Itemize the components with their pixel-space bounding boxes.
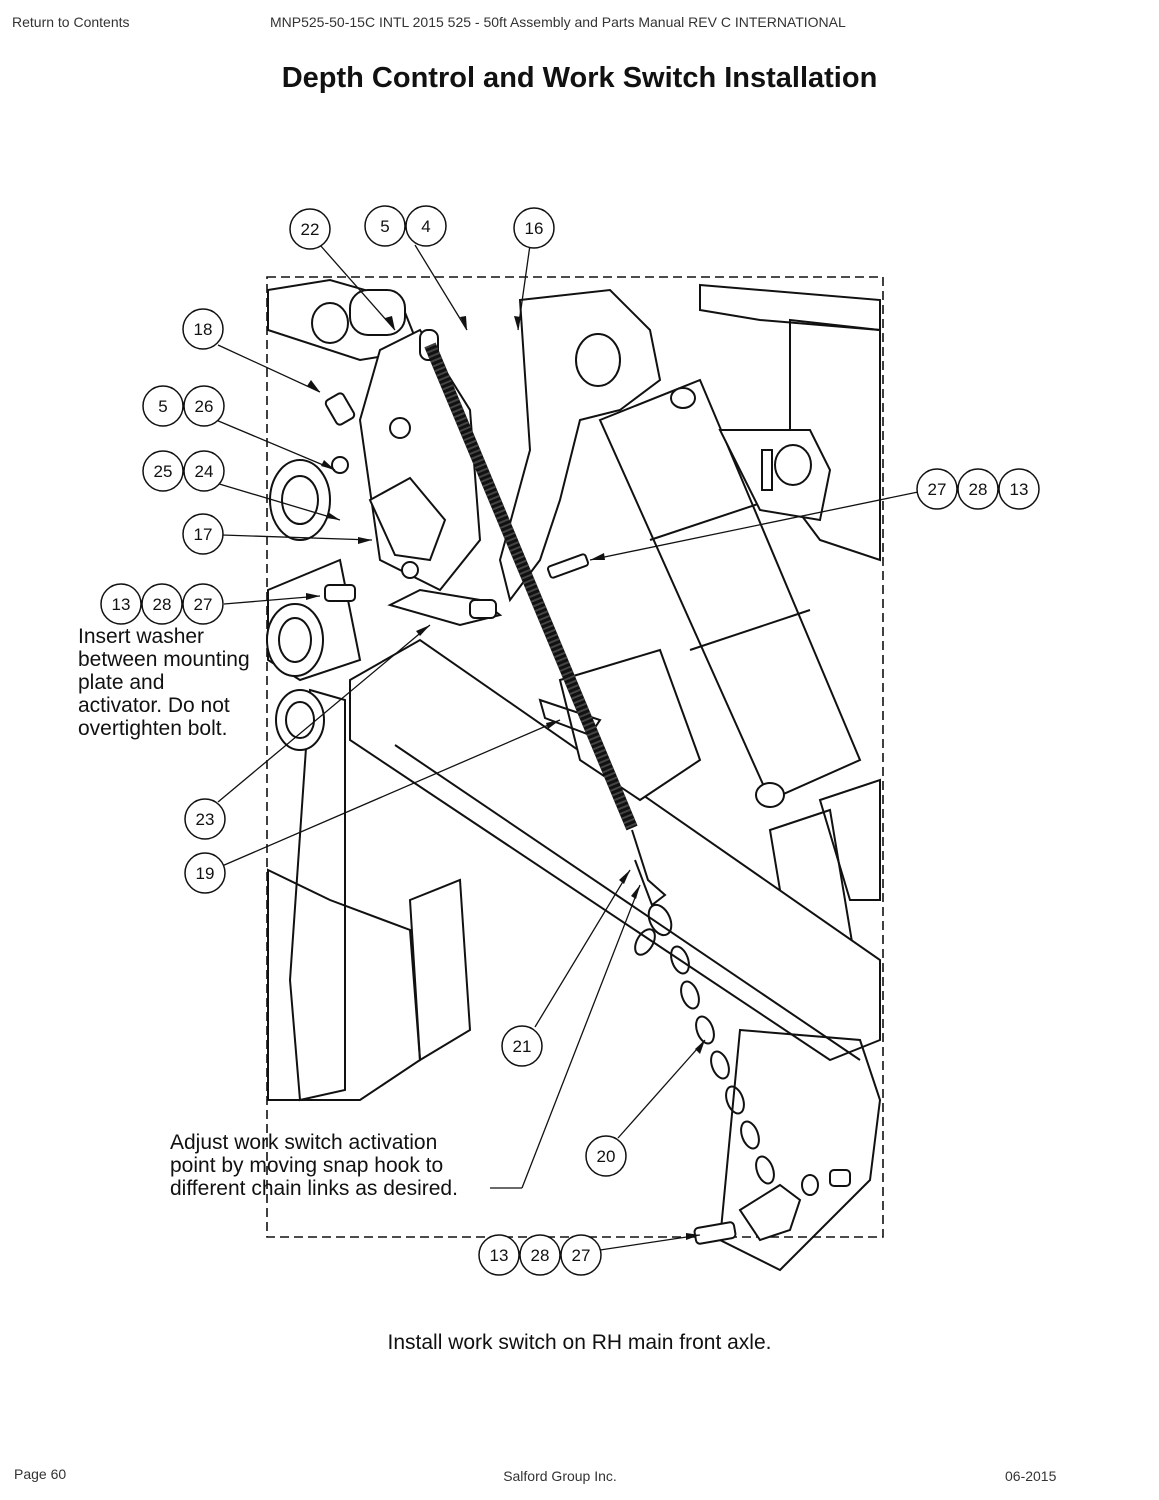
pivot-bracket bbox=[498, 288, 832, 603]
callout-20: 20 bbox=[597, 1147, 616, 1166]
washer-note-line: activator. Do not bbox=[78, 694, 230, 717]
callout-balloon bbox=[142, 450, 184, 492]
revision-date: 06-2015 bbox=[1005, 1468, 1057, 1484]
callout-balloon bbox=[560, 1234, 602, 1276]
callout-13: 13 bbox=[1010, 480, 1029, 499]
callout-balloon bbox=[998, 468, 1040, 510]
figure-caption: Install work switch on RH main front axl… bbox=[387, 1331, 772, 1354]
return-to-contents-link[interactable]: Return to Contents bbox=[12, 14, 130, 30]
callout-28: 28 bbox=[531, 1246, 550, 1265]
company-name: Salford Group Inc. bbox=[503, 1468, 617, 1484]
hydraulic-cylinder bbox=[598, 378, 862, 808]
callout-balloons bbox=[100, 205, 1040, 1276]
callout-25: 25 bbox=[154, 462, 173, 481]
callout-balloon bbox=[405, 205, 447, 247]
adjust-note: Adjust work switch activation point by m… bbox=[170, 1131, 458, 1200]
callout-16: 16 bbox=[525, 219, 544, 238]
callout-5: 5 bbox=[158, 397, 167, 416]
callout-balloon bbox=[364, 205, 406, 247]
washer-note-line: plate and bbox=[78, 671, 165, 694]
snap-hook-chain bbox=[631, 829, 802, 1242]
callout-balloon bbox=[501, 1025, 543, 1067]
callout-18: 18 bbox=[194, 320, 213, 339]
callout-22: 22 bbox=[301, 220, 320, 239]
callout-24: 24 bbox=[195, 462, 214, 481]
callout-balloon bbox=[183, 450, 225, 492]
work-switch-body bbox=[368, 476, 447, 579]
callout-balloon bbox=[100, 583, 142, 625]
callout-27: 27 bbox=[572, 1246, 591, 1265]
callout-balloon bbox=[519, 1234, 561, 1276]
washer-note-line: Insert washer bbox=[78, 625, 205, 648]
callout-28: 28 bbox=[969, 480, 988, 499]
callout-balloon bbox=[957, 468, 999, 510]
callout-balloon bbox=[916, 468, 958, 510]
callout-numbers: 22 5 4 16 18 5 26 25 24 17 13 28 27 27 2… bbox=[112, 217, 1029, 1265]
callout-19: 19 bbox=[196, 864, 215, 883]
callout-balloon bbox=[182, 583, 224, 625]
main-axle-beam bbox=[349, 638, 882, 1272]
washer-note: Insert washer between mounting plate and… bbox=[78, 625, 250, 740]
callout-balloon bbox=[183, 385, 225, 427]
callout-balloon bbox=[184, 852, 226, 894]
callout-13: 13 bbox=[490, 1246, 509, 1265]
page-number: Page 60 bbox=[14, 1466, 67, 1482]
callout-23: 23 bbox=[196, 810, 215, 829]
callout-balloon bbox=[184, 798, 226, 840]
callout-balloon bbox=[289, 208, 331, 250]
callout-26: 26 bbox=[195, 397, 214, 416]
document-title: MNP525-50-15C INTL 2015 525 - 50ft Assem… bbox=[270, 14, 846, 30]
callout-balloon bbox=[182, 513, 224, 555]
callout-27: 27 bbox=[194, 595, 213, 614]
callout-balloon bbox=[513, 207, 555, 249]
callout-balloon bbox=[182, 308, 224, 350]
leader-lines bbox=[215, 244, 919, 1251]
washer-note-line: overtighten bolt. bbox=[78, 717, 228, 740]
callout-balloon bbox=[585, 1135, 627, 1177]
callout-27: 27 bbox=[928, 480, 947, 499]
leader-arrowheads bbox=[306, 316, 705, 1240]
adjust-note-line: different chain links as desired. bbox=[170, 1177, 458, 1200]
callout-balloon bbox=[478, 1234, 520, 1276]
callout-21: 21 bbox=[513, 1037, 532, 1056]
callout-4: 4 bbox=[421, 217, 430, 236]
fasteners bbox=[266, 392, 851, 1245]
adjust-note-line: Adjust work switch activation bbox=[170, 1131, 438, 1154]
page-title: Depth Control and Work Switch Installati… bbox=[281, 62, 878, 94]
washer-note-line: between mounting bbox=[78, 648, 250, 671]
adjust-note-line: point by moving snap hook to bbox=[170, 1154, 444, 1177]
callout-balloon bbox=[142, 385, 184, 427]
callout-5: 5 bbox=[380, 217, 389, 236]
callout-balloon bbox=[141, 583, 183, 625]
callout-17: 17 bbox=[194, 525, 213, 544]
callout-28: 28 bbox=[153, 595, 172, 614]
callout-13: 13 bbox=[112, 595, 131, 614]
